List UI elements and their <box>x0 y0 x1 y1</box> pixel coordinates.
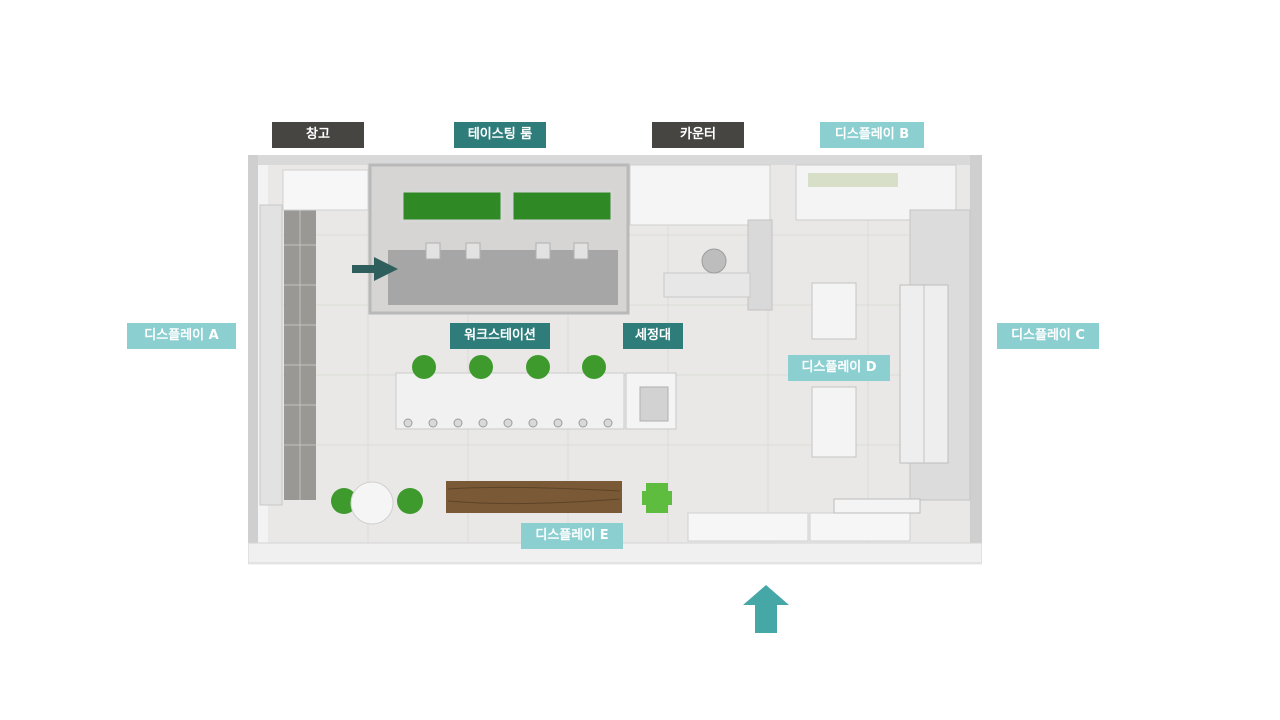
workstation-chair-1 <box>412 355 436 379</box>
tasting-stool-4 <box>573 242 589 260</box>
label-storage: 창고 <box>272 122 364 148</box>
entrance-floor <box>687 512 809 542</box>
entrance-arrow-icon <box>743 585 789 633</box>
workstation-chair-2 <box>469 355 493 379</box>
arrow-right-icon <box>352 257 398 281</box>
wall-right <box>970 155 982 550</box>
workstation-knobs <box>403 418 613 428</box>
counter-chair <box>701 248 727 274</box>
counter-back <box>629 164 771 226</box>
storage-area <box>282 169 369 211</box>
lounge-chair-2 <box>397 488 423 514</box>
wall-top <box>248 155 982 165</box>
label-display-e: 디스플레이 E <box>521 523 623 549</box>
tasting-stool-3 <box>535 242 551 260</box>
counter-desk <box>663 272 751 298</box>
tasting-panel-2 <box>510 189 614 223</box>
tasting-stool-1 <box>425 242 441 260</box>
tasting-stool-2 <box>465 242 481 260</box>
display-e-wood-table <box>446 481 622 513</box>
tasting-panel-1 <box>400 189 504 223</box>
sink-basin <box>639 386 669 422</box>
lounge-chair-1 <box>331 488 357 514</box>
label-display-d: 디스플레이 D <box>788 355 890 381</box>
display-b-items <box>808 173 898 187</box>
label-display-b: 디스플레이 B <box>820 122 924 148</box>
display-a-shelf-frame <box>259 204 283 506</box>
label-display-a: 디스플레이 A <box>127 323 236 349</box>
workstation-chair-3 <box>526 355 550 379</box>
label-tasting-room: 테이스팅 룸 <box>454 122 546 148</box>
lounge-table <box>350 481 394 525</box>
wall-left <box>248 155 258 550</box>
counter-side <box>747 219 773 311</box>
workstation-chair-4 <box>582 355 606 379</box>
display-d-unit-1 <box>811 282 857 340</box>
label-counter: 카운터 <box>652 122 744 148</box>
label-display-c: 디스플레이 C <box>997 323 1099 349</box>
label-sink: 세정대 <box>623 323 683 349</box>
label-workstation: 워크스테이션 <box>450 323 550 349</box>
entrance-floor-2 <box>809 512 911 542</box>
plant-icon <box>642 483 672 513</box>
side-desk <box>833 498 921 514</box>
display-d-unit-2 <box>811 386 857 458</box>
